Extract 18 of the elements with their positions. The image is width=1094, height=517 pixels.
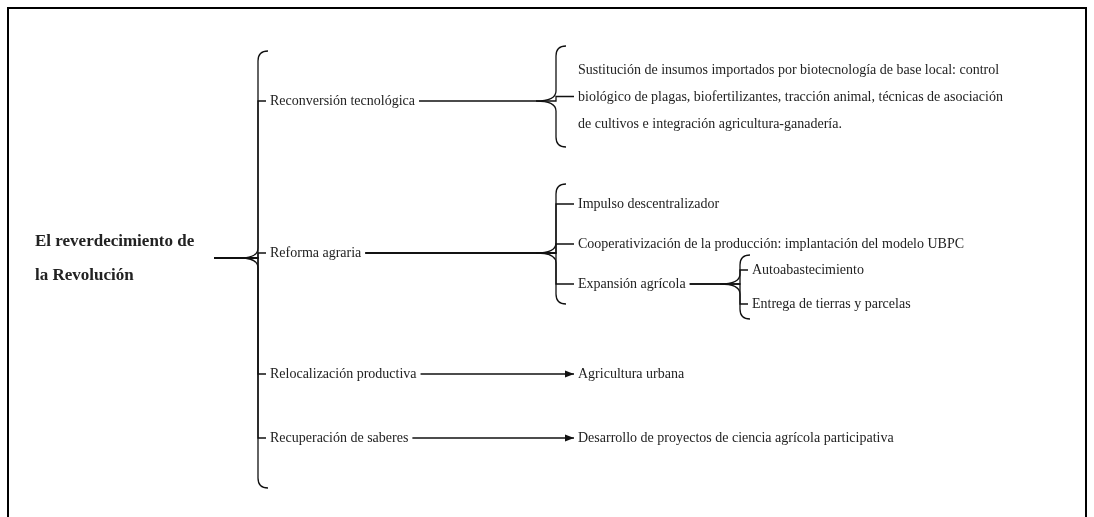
item-text: Recuperación de saberes — [270, 428, 409, 448]
connector-line — [689, 283, 749, 305]
arrow — [411, 434, 575, 442]
item-text: Relocalización productiva — [270, 364, 417, 384]
item-text: Impulso descentralizador — [578, 194, 720, 214]
item-text: Expansión agrícola — [578, 274, 686, 294]
item-text: Agricultura urbana — [578, 364, 685, 384]
item-text: Reforma agraria — [270, 243, 362, 263]
connector-line — [418, 95, 575, 102]
item-text: Reconversión tecnológica — [270, 91, 415, 111]
item-text: Cooperativización de la producción: implantación del modelo UBPC — [578, 234, 965, 254]
item-text: Sustitución de insumos importados por biotecnología de base local: control biológico de plagas, biofertilizantes, tracción animal, técnicas de asociación de cultivos e integración agricultura-ganadería. — [578, 56, 1008, 137]
item-text: Desarrollo de proyectos de ciencia agrícola participativa — [578, 428, 894, 448]
arrow — [419, 370, 575, 378]
item-text: Entrega de tierras y parcelas — [752, 294, 911, 314]
title-text: El reverdecimiento de la Revolución — [35, 224, 210, 292]
item-text: Autoabastecimiento — [752, 260, 864, 280]
connector-line — [364, 252, 575, 285]
